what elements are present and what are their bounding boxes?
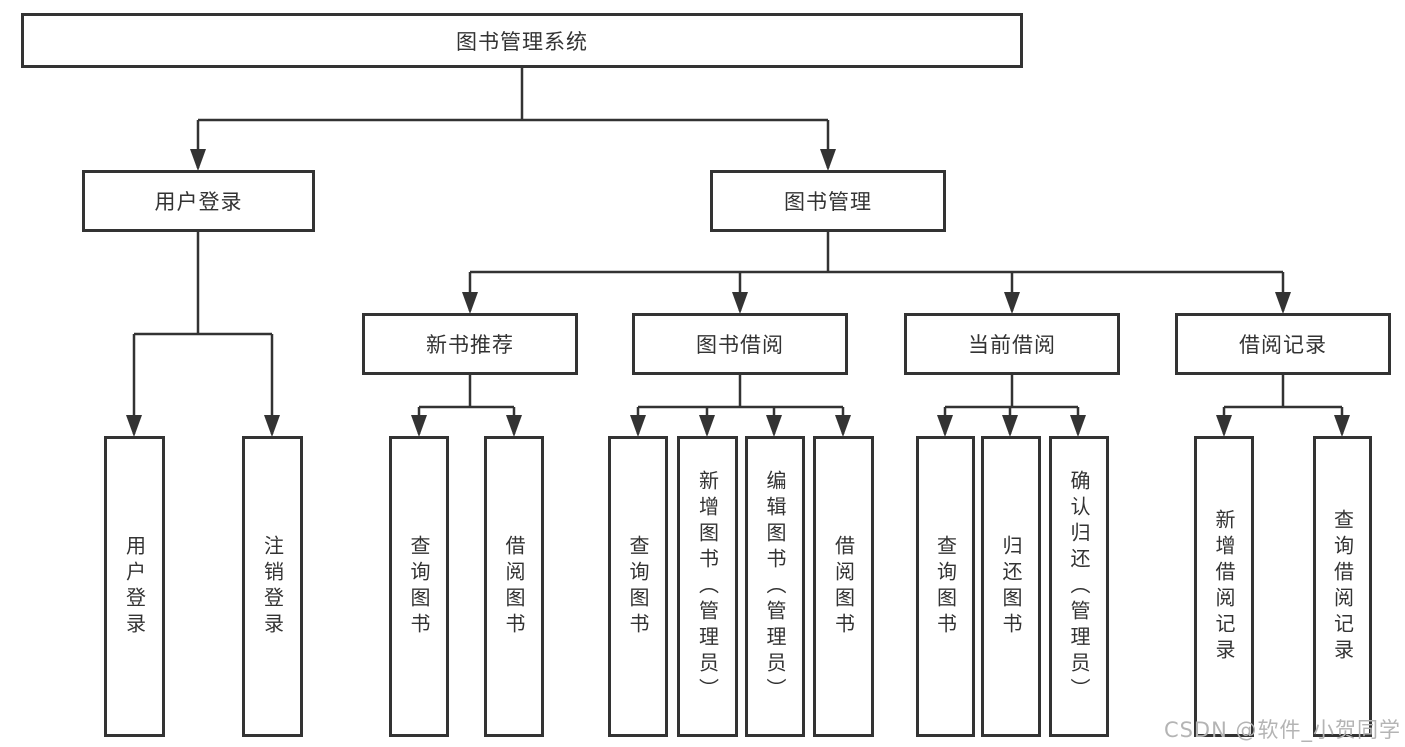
leaf-add-book-admin-label: 新增图书（管理员） <box>695 469 720 704</box>
leaf-query-borrow-record: 查询借阅记录 <box>1313 436 1372 737</box>
node-book-borrow: 图书借阅 <box>632 313 848 375</box>
leaf-confirm-return-admin: 确认归还（管理员） <box>1049 436 1109 737</box>
node-current-borrow: 当前借阅 <box>904 313 1120 375</box>
leaf-user-login: 用户登录 <box>104 436 165 737</box>
leaf-add-book-admin: 新增图书（管理员） <box>677 436 738 737</box>
node-root-label: 图书管理系统 <box>456 29 588 54</box>
leaf-query-borrow-record-label: 查询借阅记录 <box>1330 508 1355 665</box>
node-user-login-label: 用户登录 <box>154 190 243 214</box>
leaf-query-books-3: 查询图书 <box>916 436 975 737</box>
leaf-query-books-2: 查询图书 <box>608 436 668 737</box>
leaf-confirm-return-admin-label: 确认归还（管理员） <box>1067 469 1091 704</box>
csdn-watermark: CSDN @软件_小贺同学 <box>1163 718 1401 742</box>
leaf-borrow-books-1: 借阅图书 <box>484 436 544 737</box>
leaf-logout: 注销登录 <box>242 436 303 737</box>
leaf-edit-book-admin: 编辑图书（管理员） <box>745 436 805 737</box>
node-user-login: 用户登录 <box>82 170 315 232</box>
node-borrow-records-label: 借阅记录 <box>1239 333 1327 357</box>
leaf-query-books-1-label: 查询图书 <box>407 534 431 639</box>
node-new-book-recommend-label: 新书推荐 <box>426 333 514 357</box>
arrowhead-icons <box>126 149 1350 437</box>
node-book-borrow-label: 图书借阅 <box>696 333 784 357</box>
leaf-return-book-label: 归还图书 <box>999 534 1023 639</box>
node-new-book-recommend: 新书推荐 <box>362 313 578 375</box>
leaf-return-book: 归还图书 <box>981 436 1041 737</box>
leaf-add-borrow-record: 新增借阅记录 <box>1194 436 1254 737</box>
node-root: 图书管理系统 <box>21 13 1023 68</box>
leaf-user-login-label: 用户登录 <box>122 534 147 639</box>
node-current-borrow-label: 当前借阅 <box>968 333 1056 357</box>
leaf-borrow-books-1-label: 借阅图书 <box>502 534 526 639</box>
leaf-borrow-books-2-label: 借阅图书 <box>831 534 856 639</box>
node-book-management: 图书管理 <box>710 170 946 232</box>
leaf-add-borrow-record-label: 新增借阅记录 <box>1212 508 1236 665</box>
leaf-query-books-2-label: 查询图书 <box>626 534 650 639</box>
node-book-management-label: 图书管理 <box>784 190 872 214</box>
leaf-logout-label: 注销登录 <box>260 534 285 639</box>
leaf-borrow-books-2: 借阅图书 <box>813 436 874 737</box>
leaf-edit-book-admin-label: 编辑图书（管理员） <box>763 469 787 704</box>
node-borrow-records: 借阅记录 <box>1175 313 1391 375</box>
leaf-query-books-1: 查询图书 <box>389 436 449 737</box>
leaf-query-books-3-label: 查询图书 <box>933 534 958 639</box>
